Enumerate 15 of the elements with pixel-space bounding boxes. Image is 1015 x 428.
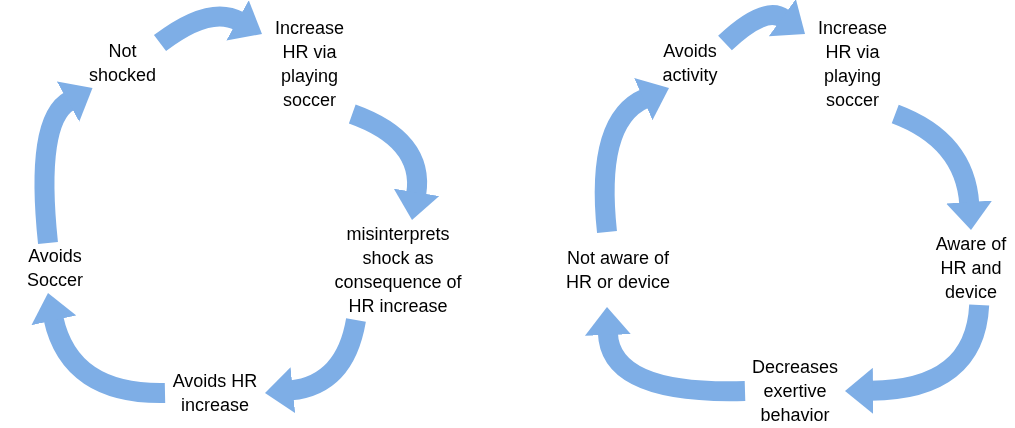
step-label: Increase HR via playing soccer [816,17,888,112]
step-label: Increase HR via playing soccer [273,17,345,112]
curved-arrow [891,104,992,230]
step-label: Decreases exertive behavior [750,356,839,427]
step-label: Avoids HR increase [171,370,259,417]
curved-arrow [594,79,669,233]
curved-arrow [31,293,166,403]
step-label: Aware of HR and device [934,232,1008,304]
step-label: Not aware of HR or device [564,246,671,294]
curved-arrow [585,307,746,402]
step-label: Not shocked [87,40,157,87]
step-label: misinterprets shock as consequence of HR increase [333,223,463,318]
step-label: Avoids Soccer [26,245,84,292]
step-label: Avoids activity [661,40,719,87]
curved-arrow [34,83,91,244]
